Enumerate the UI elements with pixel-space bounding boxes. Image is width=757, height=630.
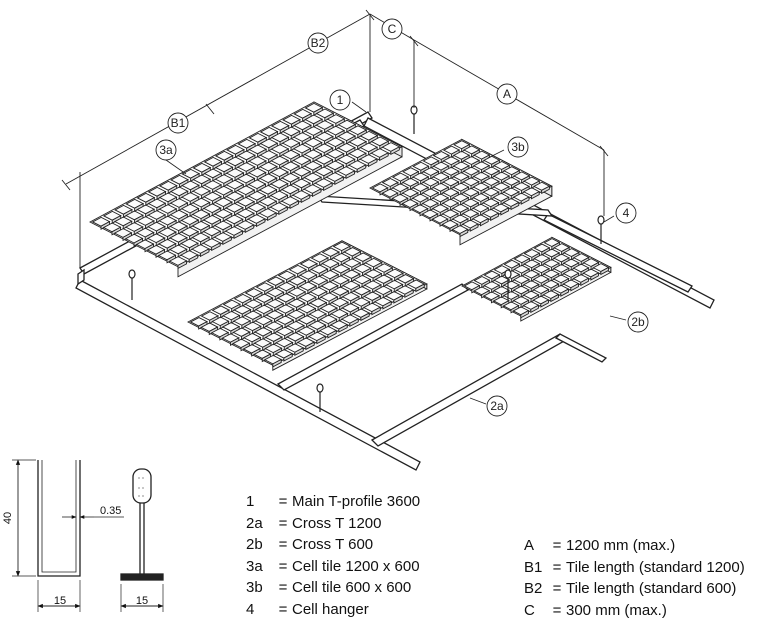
callout-4-label: 4 — [623, 206, 630, 220]
hanger-icon — [128, 269, 136, 300]
callout-B2-label: B2 — [311, 36, 326, 50]
cell-tile-3a-installed — [187, 240, 428, 371]
equals-sign: = — [278, 536, 288, 554]
callout-C: C — [381, 18, 403, 40]
legend-part-text: Cross T 600 — [292, 536, 374, 554]
hanger-icon — [410, 105, 418, 134]
legend-part-row: 2b =Cross T 600 — [246, 534, 420, 556]
equals-sign: = — [552, 558, 562, 576]
cell-tiles — [89, 101, 612, 371]
callout-leaders — [165, 101, 627, 405]
callout-3a: 3a — [155, 139, 177, 161]
legend-part-row: 3a =Cell tile 1200 x 600 — [246, 556, 420, 578]
cross-profile-section — [120, 468, 164, 612]
legend-part-key: 3a — [246, 557, 263, 575]
legend-part-key: 3b — [246, 579, 263, 597]
legend-dim-row: A =1200 mm (max.) — [524, 535, 745, 557]
equals-sign: = — [278, 493, 288, 510]
legend-part-text: Cell hanger — [292, 600, 369, 618]
legend-dim-key: A — [524, 537, 535, 554]
legend-dim-text: 300 mm (max.) — [566, 601, 667, 619]
cell-tile-3a-raised — [89, 101, 403, 278]
legend-dim-text: Tile length (standard 1200) — [566, 558, 745, 576]
callout-B1-label: B1 — [171, 116, 186, 130]
main-profile-front-left — [77, 268, 85, 286]
callout-2a: 2a — [486, 395, 508, 417]
callout-A-label: A — [503, 87, 511, 101]
legend-part-text: Main T-profile 3600 — [292, 493, 421, 510]
legend-part-row: 1 =Main T-profile 3600 — [246, 491, 420, 513]
legend-part-row: 3b =Cell tile 600 x 600 — [246, 577, 420, 599]
legend-part-row: 4 =Cell hanger — [246, 599, 420, 621]
callout-B1: B1 — [167, 112, 189, 134]
callout-2b: 2b — [627, 311, 649, 333]
callout-A: A — [496, 83, 518, 105]
hanger-icon — [316, 383, 324, 412]
hanger-icon — [597, 215, 605, 244]
cross-t-1200-front — [370, 333, 568, 447]
callouts: 1 3a 3b 4 2b 2a A B1 — [155, 18, 649, 417]
legend-dim-row: B1 =Tile length (standard 1200) — [524, 557, 745, 579]
main-profile-section — [12, 459, 124, 612]
profile-height-label: 40 — [2, 512, 14, 524]
callout-C-label: C — [388, 22, 397, 36]
legend-dim-row: B2 =Tile length (standard 600) — [524, 578, 745, 600]
cell-tile-3b-raised — [369, 138, 553, 246]
legend-part-text: Cell tile 600 x 600 — [292, 579, 412, 597]
cell-tile-3b-installed — [461, 236, 612, 322]
cell-hangers — [128, 105, 605, 412]
equals-sign: = — [552, 537, 562, 554]
cross-t-1200-middle — [276, 283, 470, 391]
legend-dimensions: A=1200 mm (max.)B1=Tile length (standard… — [524, 535, 745, 621]
hanger-icon — [504, 269, 512, 300]
legend-dim-text: 1200 mm (max.) — [566, 537, 676, 554]
callout-4: 4 — [615, 202, 637, 224]
legend-dim-key: C — [524, 601, 535, 619]
callout-3a-label: 3a — [159, 143, 173, 157]
legend-part-key: 2b — [246, 536, 263, 554]
callout-1-label: 1 — [337, 93, 344, 107]
equals-sign: = — [278, 557, 288, 575]
callout-B2: B2 — [307, 32, 329, 54]
main-profile-front — [75, 279, 421, 471]
equals-sign: = — [278, 514, 288, 532]
profile-thickness-label: 0.35 — [100, 505, 121, 517]
callout-2a-label: 2a — [490, 399, 504, 413]
equals-sign: = — [552, 580, 562, 598]
legend-part-key: 2a — [246, 514, 263, 532]
legend-dim-key: B2 — [524, 580, 543, 598]
legend-dim-key: B1 — [524, 558, 543, 576]
equals-sign: = — [278, 600, 288, 618]
callout-1: 1 — [329, 89, 351, 111]
callout-3b: 3b — [507, 136, 529, 158]
legend-dim-text: Tile length (standard 600) — [566, 580, 737, 598]
legend-dim-row: C =300 mm (max.) — [524, 600, 745, 622]
cross-width-label: 15 — [136, 595, 148, 607]
cross-t-600-rear — [543, 213, 693, 293]
callout-3b-label: 3b — [511, 140, 525, 154]
profile-width-label: 15 — [54, 595, 66, 607]
equals-sign: = — [278, 579, 288, 597]
legend-part-key: 1 — [246, 493, 255, 510]
legend-part-text: Cell tile 1200 x 600 — [292, 557, 420, 575]
equals-sign: = — [552, 601, 562, 619]
callout-2b-label: 2b — [631, 315, 645, 329]
legend-part-key: 4 — [246, 600, 255, 618]
legend-part-text: Cross T 1200 — [292, 514, 382, 532]
legend-part-row: 2a =Cross T 1200 — [246, 513, 420, 535]
cross-t-600-right — [554, 333, 608, 363]
